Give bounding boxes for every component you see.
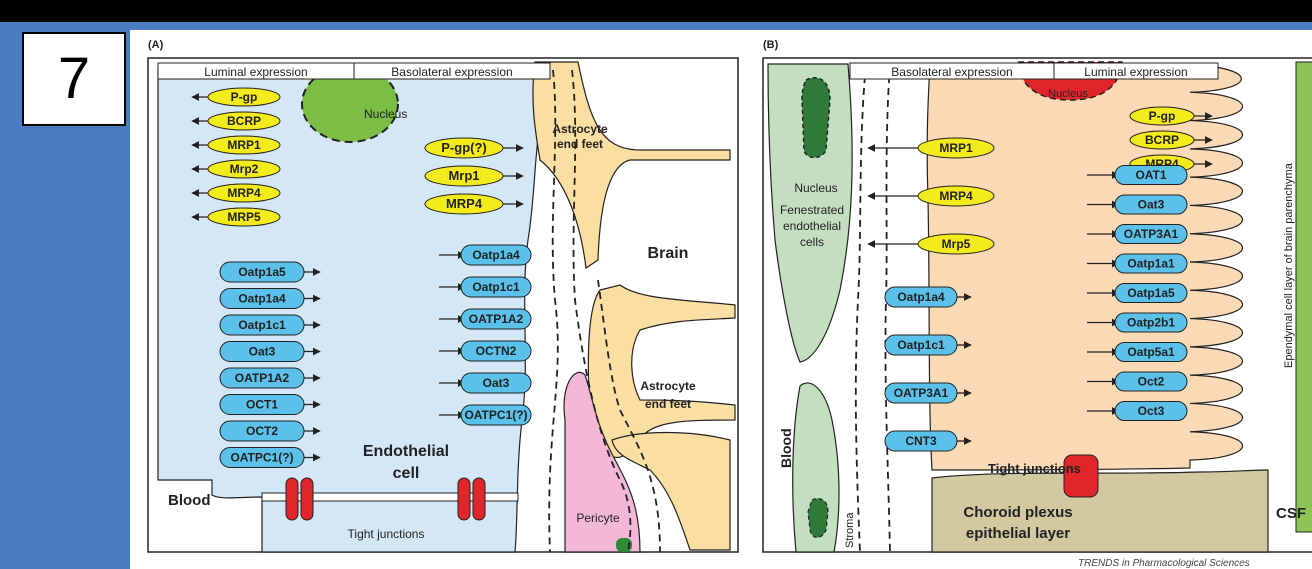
transporter-label: Oat3 xyxy=(483,376,510,390)
tight-junctions-label-a: Tight junctions xyxy=(348,527,425,541)
transporter-label: OATP3A1 xyxy=(894,386,949,400)
tight-junction-a1 xyxy=(286,478,298,520)
transporter-label: Oct2 xyxy=(1138,375,1165,389)
tight-junction-a3 xyxy=(458,478,470,520)
transporter-label: BCRP xyxy=(227,114,261,128)
transporter-label: OATP1A2 xyxy=(235,371,290,385)
transporter-label: Oatp1a4 xyxy=(472,248,520,262)
blood-label-b: Blood xyxy=(778,428,794,468)
tight-junction-a2 xyxy=(301,478,313,520)
transporter-label: Oatp1a4 xyxy=(238,292,286,306)
ependymal-layer xyxy=(1296,62,1312,532)
choroid-label-1: Choroid plexus xyxy=(963,504,1072,521)
transporter-label: Oat3 xyxy=(1138,198,1165,212)
footer-credit: TRENDS in Pharmacological Sciences xyxy=(1078,558,1250,569)
panel-a-header-right: Basolateral expression xyxy=(391,65,512,79)
transporter-label: Oatp1a5 xyxy=(238,265,286,279)
tight-junctions-label-b: Tight junctions xyxy=(988,461,1081,476)
astro-bottom-label-1: Astrocyte xyxy=(640,379,696,393)
choroid-label-2: epithelial layer xyxy=(966,525,1070,542)
nucleus-a-label: Nucleus xyxy=(364,107,407,121)
fenestrated-label-2: endothelial xyxy=(783,219,841,233)
nucleus-b-top-label: Nucleus xyxy=(1048,88,1088,100)
transporter-label: Oatp1c1 xyxy=(897,338,945,352)
transporter-label: CNT3 xyxy=(905,434,937,448)
transporter-label: Mrp1 xyxy=(448,168,479,183)
transporter-label: P-gp(?) xyxy=(441,140,486,155)
transporter-label: OATP3A1 xyxy=(1124,227,1179,241)
astro-bottom-label-2: end feet xyxy=(645,397,691,411)
transporter-label: OATP1A2 xyxy=(469,312,524,326)
panel-b-tag: (B) xyxy=(763,39,779,51)
transporter-label: OATPC1(?) xyxy=(230,451,293,465)
fenestrated-label-1: Fenestrated xyxy=(780,203,844,217)
stroma-label: Stroma xyxy=(844,512,856,548)
transporter-label: Oatp2b1 xyxy=(1127,316,1175,330)
transporter-label: Oat3 xyxy=(249,345,276,359)
transporter-label: OATPC1(?) xyxy=(464,408,527,422)
endothelial-label-2: cell xyxy=(393,465,420,482)
transporter-label: P-gp xyxy=(231,90,258,104)
transporter-label: Oatp1a5 xyxy=(1127,286,1175,300)
transporter-label: Mrp5 xyxy=(942,237,971,251)
transporter-label: OCTN2 xyxy=(476,344,517,358)
stroma-nucleus xyxy=(808,499,828,538)
nucleus-b-left xyxy=(802,78,830,158)
transporter-label: OCT1 xyxy=(246,398,278,412)
brain-label: Brain xyxy=(648,245,689,262)
transporter-label: MRP5 xyxy=(227,210,261,224)
panel-a-tag: (A) xyxy=(148,39,164,51)
transporter-label: BCRP xyxy=(1145,133,1179,147)
transporter-label: OAT1 xyxy=(1135,168,1166,182)
ependymal-label: Ependymal cell layer of brain parenchyma xyxy=(1283,162,1295,368)
fenestrated-label-3: cells xyxy=(800,235,824,249)
transporter-label: Oatp1a4 xyxy=(897,290,945,304)
transporter-label: MRP4 xyxy=(227,186,261,200)
tight-junction-a4 xyxy=(473,478,485,520)
csf-label: CSF xyxy=(1276,505,1306,522)
transporter-label: MRP4 xyxy=(446,196,483,211)
nucleus-b-left-label: Nucleus xyxy=(794,181,837,195)
endothelial-label-1: Endothelial xyxy=(363,443,449,460)
pericyte-label: Pericyte xyxy=(576,511,620,525)
panel-b-header-left: Basolateral expression xyxy=(891,65,1012,79)
panel-a-header-left: Luminal expression xyxy=(204,65,307,79)
transporter-label: MRP1 xyxy=(227,138,261,152)
transporter-label: Mrp2 xyxy=(230,162,259,176)
transporter-label: P-gp xyxy=(1149,109,1176,123)
astro-top-label-2: end feet xyxy=(557,137,603,151)
epithelial-cell xyxy=(927,64,1242,470)
panel-b-header-right: Luminal expression xyxy=(1084,65,1187,79)
transporter-label: MRP4 xyxy=(939,189,973,203)
transporter-label: Oatp1a1 xyxy=(1127,257,1175,271)
transporter-label: Oatp1c1 xyxy=(238,318,286,332)
transporter-label: MRP1 xyxy=(939,141,973,155)
transporter-label: Oatp1c1 xyxy=(472,280,520,294)
blood-label-a: Blood xyxy=(168,492,211,509)
transporter-label: Oatp5a1 xyxy=(1127,345,1175,359)
transporter-label: Oct3 xyxy=(1138,404,1165,418)
astro-top-label-1: Astrocyte xyxy=(552,122,608,136)
transporter-label: OCT2 xyxy=(246,424,278,438)
